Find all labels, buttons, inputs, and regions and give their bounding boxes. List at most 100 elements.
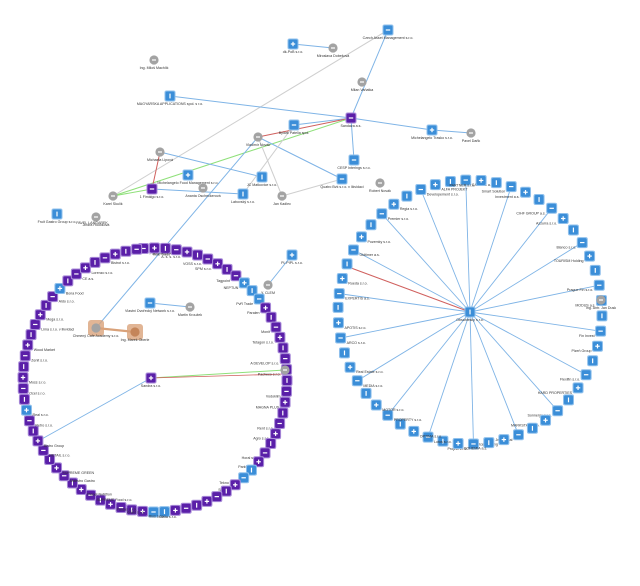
right_ring-node[interactable]: MEDIA s.r.o. [351,375,383,388]
node-pla[interactable]: PAVEL LANGAREK [76,221,108,225]
left_ring-node[interactable]: Wood Market [22,339,55,353]
right_ring-node[interactable] [567,224,579,236]
left_ring-node[interactable]: Bistrot s.r.o. [99,252,130,265]
node-ksk[interactable]: Karel Skulík [103,191,123,206]
left_ring-node[interactable] [277,342,289,354]
right_ring-node[interactable] [341,258,353,270]
left_ring-node[interactable] [281,374,293,386]
right_ring-node[interactable] [401,190,413,202]
left_ring-node[interactable]: Lorenzo s.r.o. [79,262,113,275]
node-aos[interactable]: Ananta Oscheckerová [185,183,221,198]
left_ring-node[interactable]: Mega s.r.o. [34,309,64,322]
node-mfm[interactable]: Michelangelo Food Management s.r.o. [157,169,219,186]
left_ring-node[interactable] [89,256,101,268]
right_ring-node[interactable]: OPTIMA s.r.o. [408,425,442,439]
left_ring-node[interactable] [66,477,78,489]
left_ring-node[interactable] [126,504,138,516]
left_ring-node[interactable]: Moss s.r.o. [17,372,47,385]
right_ring-node[interactable]: Investment a.s. [495,186,532,200]
node-ajd[interactable]: Ing. Antr. Jan Dusk [586,295,616,310]
left_ring-node[interactable] [18,393,30,405]
right_ring-node[interactable]: Real Estate s.r.o. [344,361,384,375]
left_ring-node[interactable]: Delta s.r.o. [148,506,177,519]
left_ring-node[interactable]: VOSS s.r.o. [183,253,214,267]
right_ring-node[interactable] [332,301,344,313]
node-ycl[interactable]: Y. CLEM [261,280,275,295]
node-mdo[interactable]: Miroslava Dobešová [317,43,350,58]
node-vno[interactable]: Vladimír Novák [246,132,271,147]
left_ring-node[interactable]: A. s. s. s.r.o. [161,246,193,259]
left_ring-node[interactable]: Retro s.r.o. [23,415,53,428]
left_ring-node[interactable] [265,438,277,450]
node-pda[interactable]: Pavel Daňk [462,128,481,143]
node-hpi[interactable]: PL PIPL s.r.o. [281,249,303,266]
node-lab[interactable]: Labovský s.r.o. [231,188,255,205]
left_ring-node[interactable] [277,407,289,419]
left_ring-node[interactable]: Real Trade [153,244,182,257]
right_ring-node[interactable]: Regia s.r.o. [388,198,418,212]
left_ring-node[interactable]: Real s.r.o. [20,404,49,418]
right_ring-node[interactable]: Rueda s.r.o. [336,273,368,286]
left_ring-node[interactable] [191,499,203,511]
left_ring-node[interactable]: Agro s.r.o. [253,428,282,441]
right_ring-node[interactable]: Prague Fin s.r.o. [567,279,605,293]
left_ring-node[interactable]: Grant s.r.o. [115,502,145,515]
node-dkp[interactable]: dk-PoB s.r.o. [283,38,304,55]
left_ring-node[interactable]: PvR Trade [236,293,265,306]
left_ring-node[interactable]: MAGNA PLUS [256,396,291,410]
left_ring-node[interactable]: Planet Nutrition [75,483,112,497]
right_ring-node[interactable]: Bianco s.r.o. [556,237,588,250]
right_ring-node[interactable]: Oldtimer a.s. [347,244,380,257]
left_ring-node[interactable]: Tekno s.r.o. [219,472,250,485]
node-fgg[interactable]: Fruit Gastro Group s.r.o. [38,208,77,225]
right_ring-node[interactable]: ALFA PROJEKT [429,179,468,192]
node-mkr[interactable]: Martin Kroužek [178,302,202,317]
node-maa[interactable]: MAGYARSKA APPLICATIONS spol. s r.o. [137,90,203,107]
left_ring-node[interactable]: SUPREME Food s.r.o. [85,489,132,503]
right_ring-node[interactable]: BOHEMIA a.s. [452,437,488,451]
node-obs[interactable]: Obsahlesky s.r.o. [456,306,484,323]
right_ring-node[interactable]: Flexifin s.r.o. [560,369,592,382]
left_ring-node[interactable] [120,245,132,257]
right_ring-node[interactable] [490,177,502,189]
node-jka[interactable]: Jan Kadlec [273,191,291,206]
right_ring-node[interactable]: HARD PROPERTIES [538,382,584,395]
node-fim[interactable]: 1 Fimálgo s.r.o. [140,183,165,200]
left_ring-node[interactable]: Tetagon s.r.o. [252,331,286,345]
right_ring-node[interactable]: Smart Solution [482,181,517,194]
right_ring-node[interactable] [589,264,601,276]
right_ring-node[interactable]: EXPERTIS a.s. [333,288,370,301]
left_ring-node[interactable] [159,242,171,254]
right_ring-node[interactable]: PARTNER s.r.o. [449,174,487,188]
left_ring-node[interactable] [94,494,106,506]
left_ring-node[interactable]: Ocel s.r.o. [17,382,46,396]
right_ring-node[interactable]: MARKSTAR s.r.o. [511,414,552,428]
left_ring-node[interactable]: SUPREME GREEN [51,462,94,475]
left_ring-node[interactable] [221,263,233,275]
right_ring-node[interactable] [483,437,495,449]
right_ring-node[interactable] [360,387,372,399]
node-jcm[interactable]: JC Matkovice s.r.o. [247,171,277,188]
node-vdn[interactable]: Vlastní Dvořecký Network s.r.o. [125,297,175,314]
node-lcp[interactable] [280,365,290,375]
left_ring-node[interactable] [192,249,204,261]
left_ring-node[interactable]: Parkfood [238,456,265,469]
right_ring-node[interactable] [533,194,545,206]
right_ring-node[interactable] [444,175,456,187]
left_ring-node[interactable] [109,248,121,260]
left_ring-node[interactable]: RETAIL s.r.o. [37,444,70,458]
left_ring-node[interactable]: NEPTUN [224,277,250,290]
left_ring-node[interactable]: Aldo s.r.o. [47,291,75,304]
right_ring-node[interactable]: Lotos s.r.o. [422,431,452,445]
right_ring-node[interactable]: APOTIS s.r.o. [332,317,366,330]
right_ring-node[interactable] [563,394,575,406]
node-cesp[interactable]: CESP Interings s.r.o. [337,154,371,171]
left_ring-node[interactable] [158,506,170,518]
left_ring-node[interactable] [40,299,52,311]
right_ring-node[interactable] [394,418,406,430]
left_ring-node[interactable] [245,464,257,476]
left_ring-node[interactable] [131,243,143,255]
right_ring-node[interactable] [365,219,377,231]
left_ring-node[interactable]: Bistro Group [32,435,64,448]
left_ring-node[interactable] [18,361,30,373]
